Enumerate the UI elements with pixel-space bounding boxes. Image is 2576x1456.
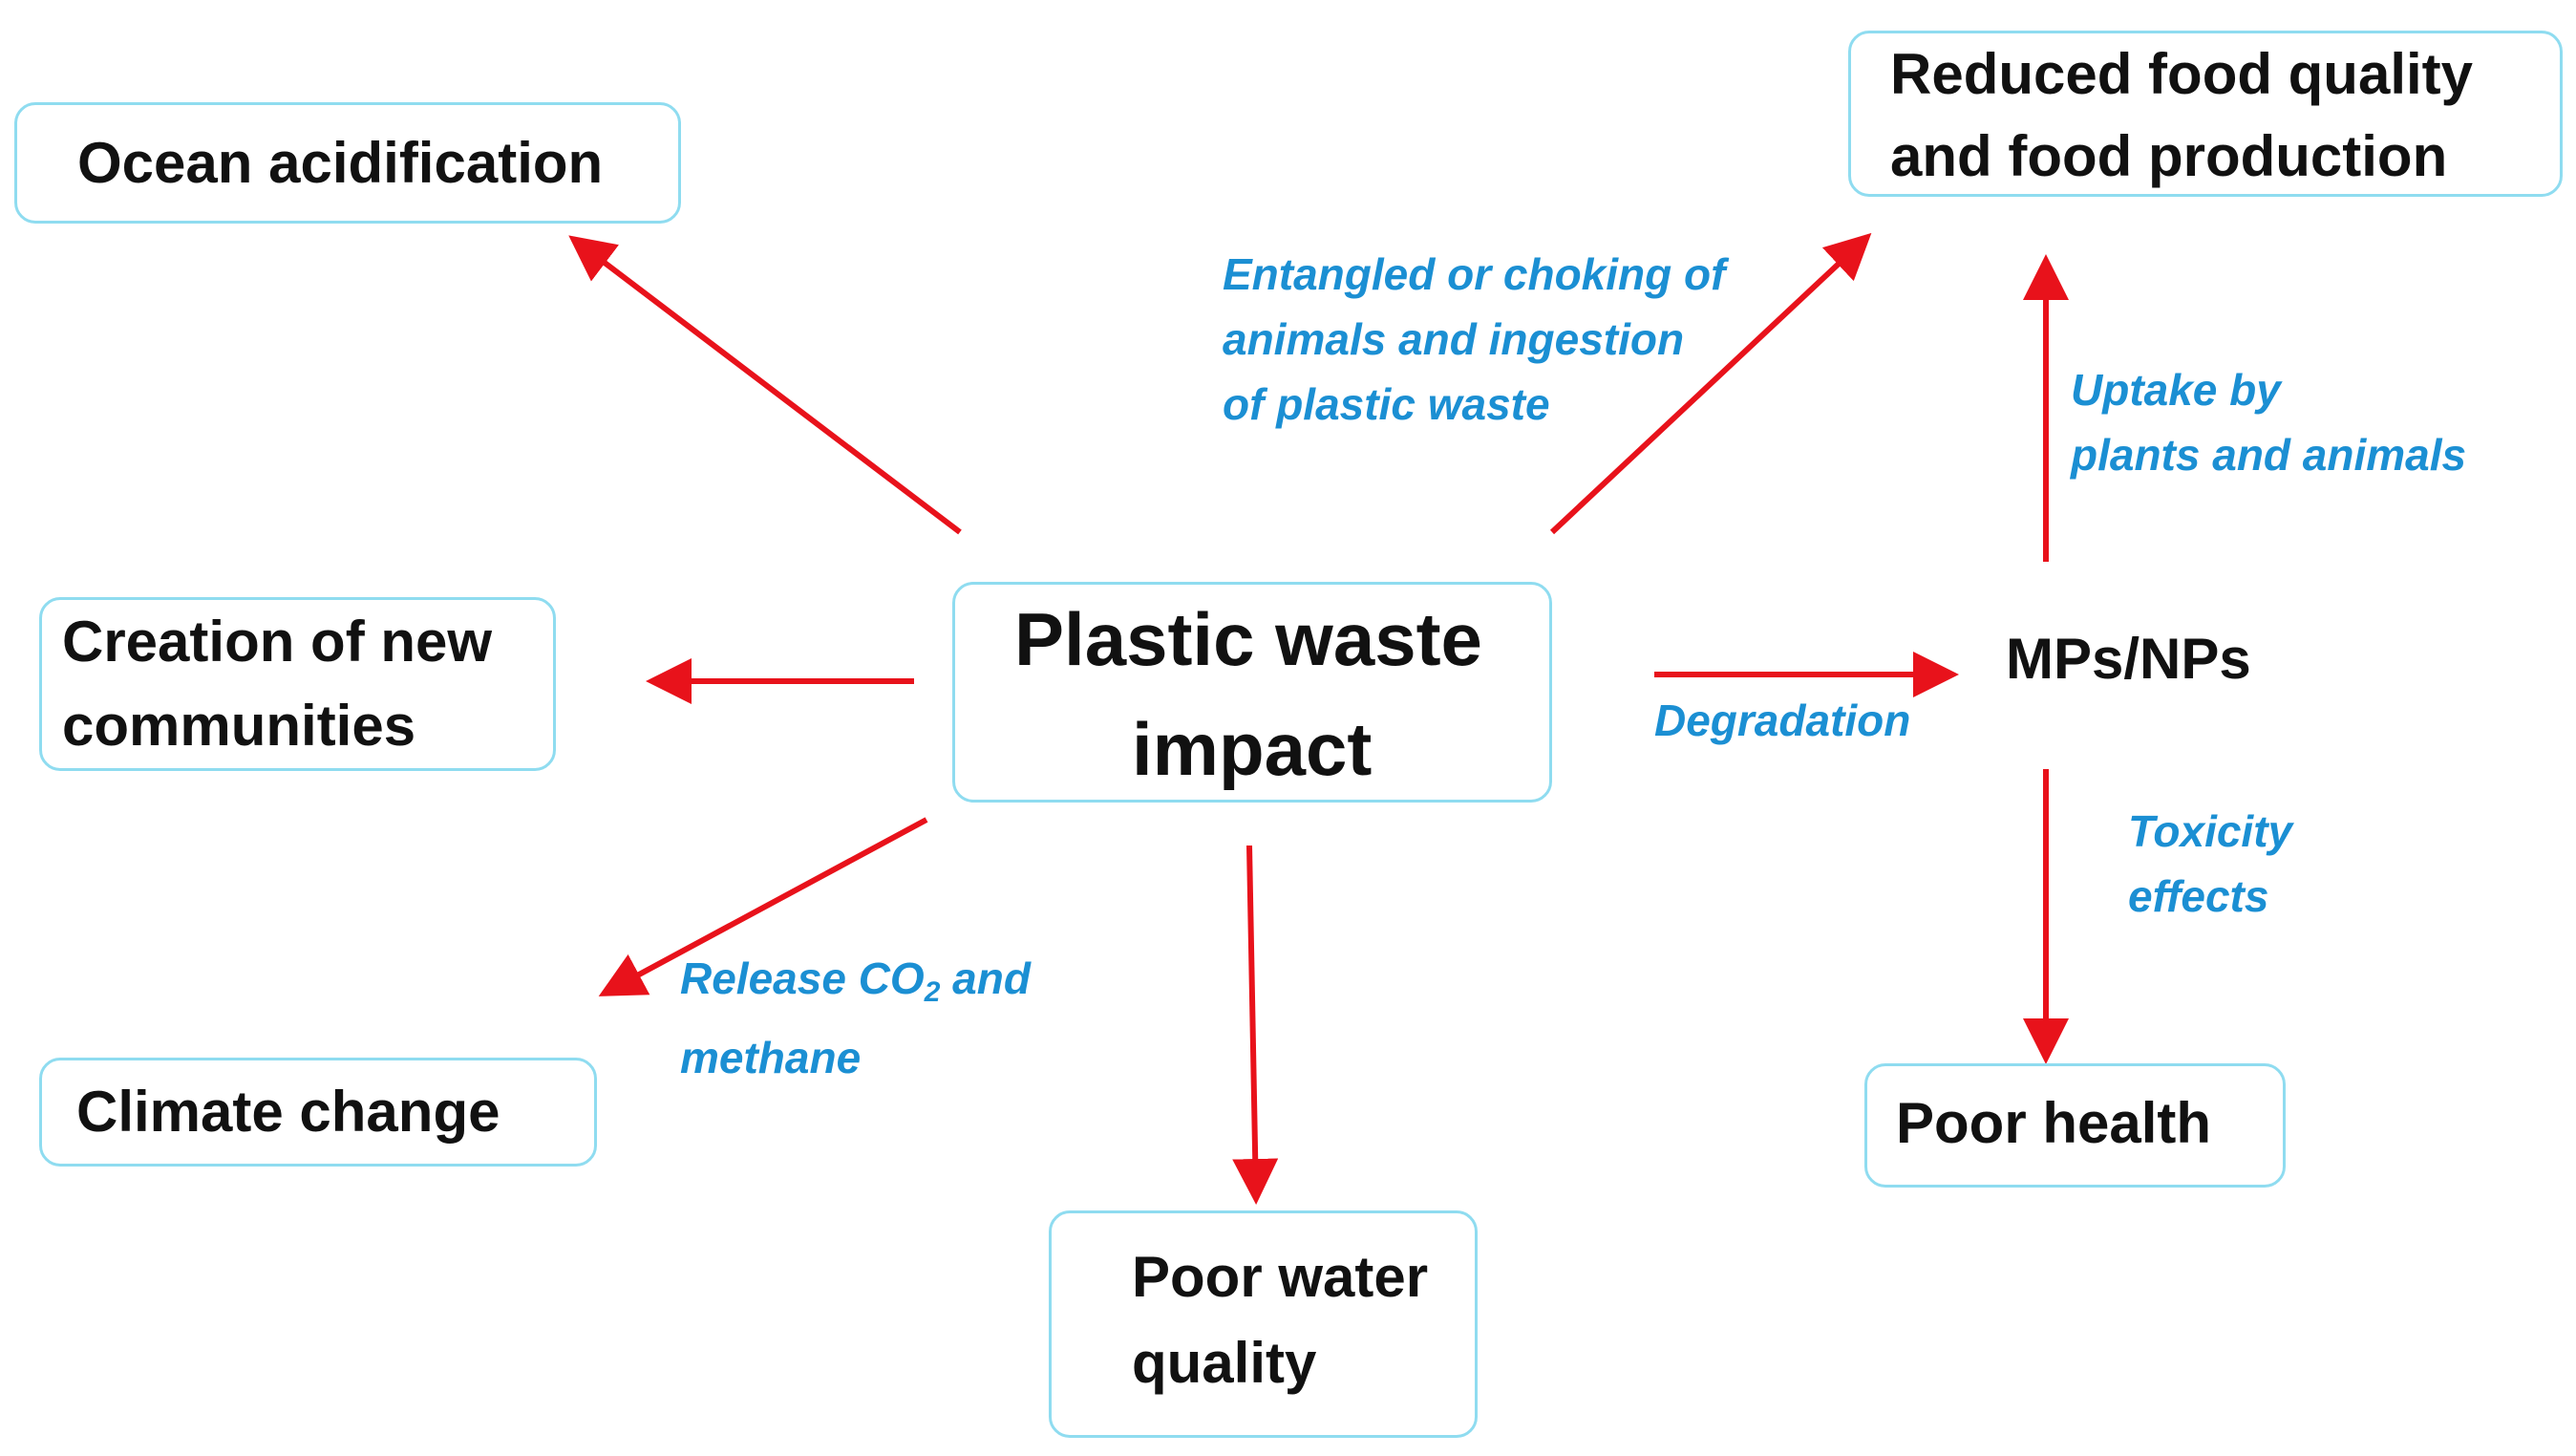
edge-label-uptake-line1: Uptake by (2071, 365, 2281, 415)
edge-label-release-line1: Release CO2 and (680, 946, 1031, 1025)
edge-label-toxicity-line2: effects (2128, 871, 2269, 921)
node-mps-nps-label: MPs/NPs (2006, 627, 2251, 691)
edge-label-entangled-line1: Entangled or choking of (1223, 249, 1726, 299)
edge-label-toxicity-line1: Toxicity (2128, 806, 2293, 856)
node-poor-water: Poor water quality (1049, 1210, 1478, 1438)
node-mps-nps: MPs/NPs (2006, 621, 2251, 697)
edge-label-entangled-line3: of plastic waste (1223, 379, 1550, 429)
node-poor-water-line1: Poor water (1132, 1245, 1429, 1309)
node-ocean-acidification: Ocean acidification (14, 102, 681, 224)
edge-label-release: Release CO2 and methane (680, 946, 1031, 1090)
edge-label-uptake-line2: plants and animals (2071, 430, 2467, 480)
center-node-line2: impact (1132, 707, 1373, 791)
edge-label-toxicity: Toxicity effects (2128, 799, 2292, 929)
arrow-to-ocean-acidification (568, 235, 962, 535)
edge-label-degradation: Degradation (1654, 688, 1910, 753)
node-climate-change-label: Climate change (76, 1080, 500, 1144)
edge-label-entangled: Entangled or choking of animals and inge… (1223, 242, 1725, 437)
edge-label-uptake: Uptake by plants and animals (2071, 357, 2466, 487)
edge-label-entangled-line2: animals and ingestion (1223, 314, 1685, 364)
center-node-line1: Plastic waste (1014, 597, 1482, 681)
node-ocean-acidification-label: Ocean acidification (77, 131, 604, 195)
center-node-plastic-waste-impact: Plastic waste impact (952, 582, 1552, 803)
node-poor-health-label: Poor health (1896, 1091, 2212, 1155)
arrow-to-climate-change (598, 817, 928, 996)
node-reduced-food-line2: and food production (1890, 124, 2448, 188)
node-reduced-food-line1: Reduced food quality (1890, 42, 2474, 106)
node-climate-change: Climate change (39, 1058, 597, 1167)
edge-label-release-line2: methane (680, 1033, 862, 1082)
edge-label-release-suffix: and (940, 953, 1031, 1003)
node-new-communities-line1: Creation of new (62, 610, 493, 674)
node-poor-water-line2: quality (1132, 1331, 1317, 1395)
node-new-communities: Creation of new communities (39, 597, 556, 771)
edge-label-degradation-line1: Degradation (1654, 696, 1911, 745)
edge-label-release-subscript: 2 (924, 976, 941, 1008)
node-new-communities-line2: communities (62, 694, 416, 758)
arrow-to-poor-water (1232, 845, 1279, 1205)
arrow-to-reduced-food (1549, 232, 1872, 535)
node-reduced-food: Reduced food quality and food production (1848, 31, 2563, 197)
node-poor-health: Poor health (1864, 1063, 2286, 1188)
edge-label-release-prefix: Release CO (680, 953, 925, 1003)
